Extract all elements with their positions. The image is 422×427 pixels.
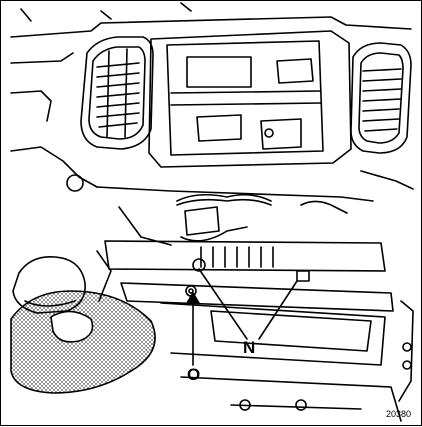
- callout-label-n: N: [243, 338, 256, 357]
- center-console-opening: [148, 30, 352, 168]
- left-air-vent: [80, 36, 154, 150]
- leader-lines: [186, 268, 298, 366]
- callout-label-o: O: [187, 365, 201, 384]
- lower-console: [120, 282, 414, 422]
- figure-reference-number: 20380: [386, 409, 412, 419]
- wiring-and-bracket: [66, 174, 386, 302]
- right-air-vent: [350, 42, 412, 154]
- gear-lever: [10, 256, 156, 394]
- upper-dashboard: [10, 2, 414, 190]
